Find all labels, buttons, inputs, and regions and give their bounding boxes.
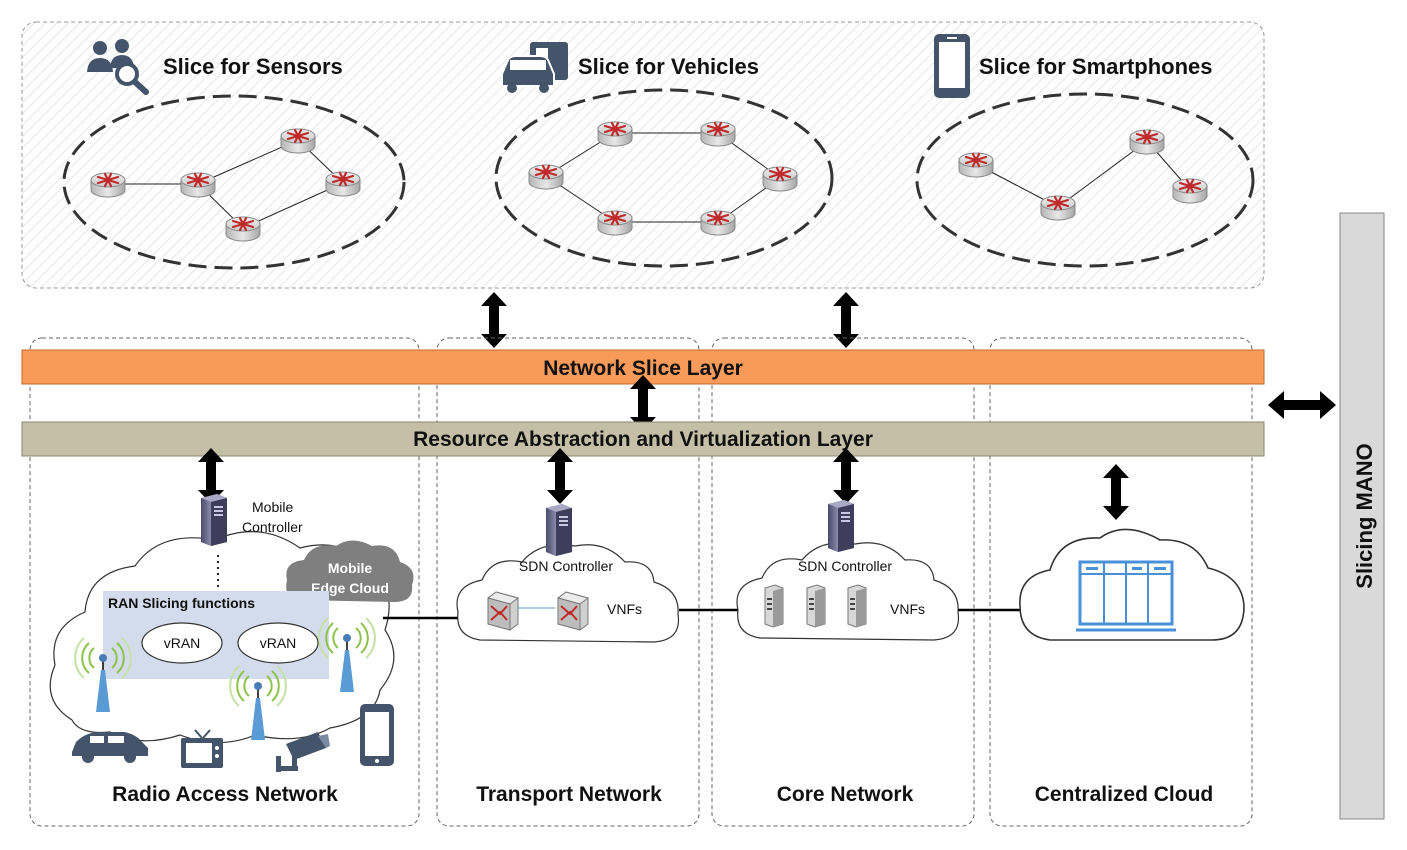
router-icon <box>89 171 127 199</box>
core-vnfs-label: VNFs <box>890 601 925 617</box>
router-icon <box>761 165 799 193</box>
transport-column <box>436 337 700 827</box>
cloud-label: Centralized Cloud <box>1035 783 1214 806</box>
radio-access-network: Mobile Controller Mobile Edge Cloud RAN … <box>49 448 414 806</box>
mano-label: Slicing MANO <box>1352 443 1377 588</box>
mobile-controller-server-icon <box>201 494 227 546</box>
ran-label: Radio Access Network <box>112 783 338 806</box>
sdn-controller-server-icon <box>828 500 854 552</box>
vnf-icon <box>557 591 589 631</box>
ran-column <box>29 337 420 827</box>
core-controller-label: SDN Controller <box>798 558 892 574</box>
double-arrow-icon <box>833 292 859 348</box>
slice-smartphones-title: Slice for Smartphones <box>979 54 1213 79</box>
vehicles-icon <box>501 42 568 93</box>
router-icon <box>224 215 262 243</box>
double-arrow-horizontal-icon <box>1268 391 1336 419</box>
router-icon <box>699 209 737 237</box>
transport-controller-label: SDN Controller <box>519 558 613 574</box>
cloud-column <box>989 337 1253 827</box>
slice-sensors: Slice for Sensors <box>62 39 406 270</box>
router-icon <box>596 120 634 148</box>
server-icon <box>847 584 867 628</box>
vran-2-label: vRAN <box>260 635 297 651</box>
slicing-mano: Slicing MANO <box>1339 212 1385 820</box>
resource-abstraction-layer: Resource Abstraction and Virtualization … <box>21 421 1265 457</box>
resource-layer-label: Resource Abstraction and Virtualization … <box>413 428 873 451</box>
core-column <box>711 337 975 827</box>
vran-1-label: vRAN <box>164 635 201 651</box>
router-icon <box>324 170 362 198</box>
server-icon <box>764 584 784 628</box>
domain-columns <box>29 337 1253 827</box>
router-icon <box>699 120 737 148</box>
mobile-edge-cloud <box>286 540 414 602</box>
smartphone-icon <box>934 34 970 98</box>
camera-icon <box>276 732 330 772</box>
slice-vehicles: Slice for Vehicles <box>494 42 834 268</box>
router-icon <box>596 209 634 237</box>
slice-vehicles-title: Slice for Vehicles <box>578 54 759 79</box>
transport-vnfs-label: VNFs <box>607 601 642 617</box>
router-icon <box>527 163 565 191</box>
double-arrow-icon <box>1103 464 1129 520</box>
router-icon <box>957 151 995 179</box>
mobile-controller-label-2: Controller <box>242 519 303 535</box>
router-icon <box>279 127 317 155</box>
server-icon <box>806 584 826 628</box>
vnf-icon <box>487 591 519 631</box>
slice-sensors-title: Slice for Sensors <box>163 54 343 79</box>
phone-icon <box>360 704 394 766</box>
edge-cloud-label-2: Edge Cloud <box>311 580 389 596</box>
mobile-controller-label-1: Mobile <box>252 499 293 515</box>
router-icon <box>1128 128 1166 156</box>
network-slice-layer: Network Slice Layer <box>21 349 1265 385</box>
router-icon <box>1039 194 1077 222</box>
core-network: SDN Controller VNFs Core Network <box>736 448 960 806</box>
sensors-people-icon <box>87 39 149 95</box>
router-icon <box>1171 177 1209 205</box>
car-icon <box>72 732 148 763</box>
edge-cloud-label-1: Mobile <box>328 560 373 576</box>
ran-slicing-functions-label: RAN Slicing functions <box>108 595 255 611</box>
network-slice-layer-label: Network Slice Layer <box>543 357 743 380</box>
tv-icon <box>181 729 223 768</box>
transport-network: SDN Controller VNFs Transport Network <box>456 448 680 806</box>
transport-label: Transport Network <box>476 783 662 806</box>
sdn-controller-server-icon <box>546 504 572 556</box>
datacenter-icon <box>1076 560 1176 632</box>
router-icon <box>179 171 217 199</box>
core-label: Core Network <box>777 783 914 806</box>
double-arrow-icon <box>481 292 507 348</box>
centralized-cloud: Centralized Cloud <box>1019 464 1245 806</box>
slice-smartphones: Slice for Smartphones <box>915 34 1255 268</box>
